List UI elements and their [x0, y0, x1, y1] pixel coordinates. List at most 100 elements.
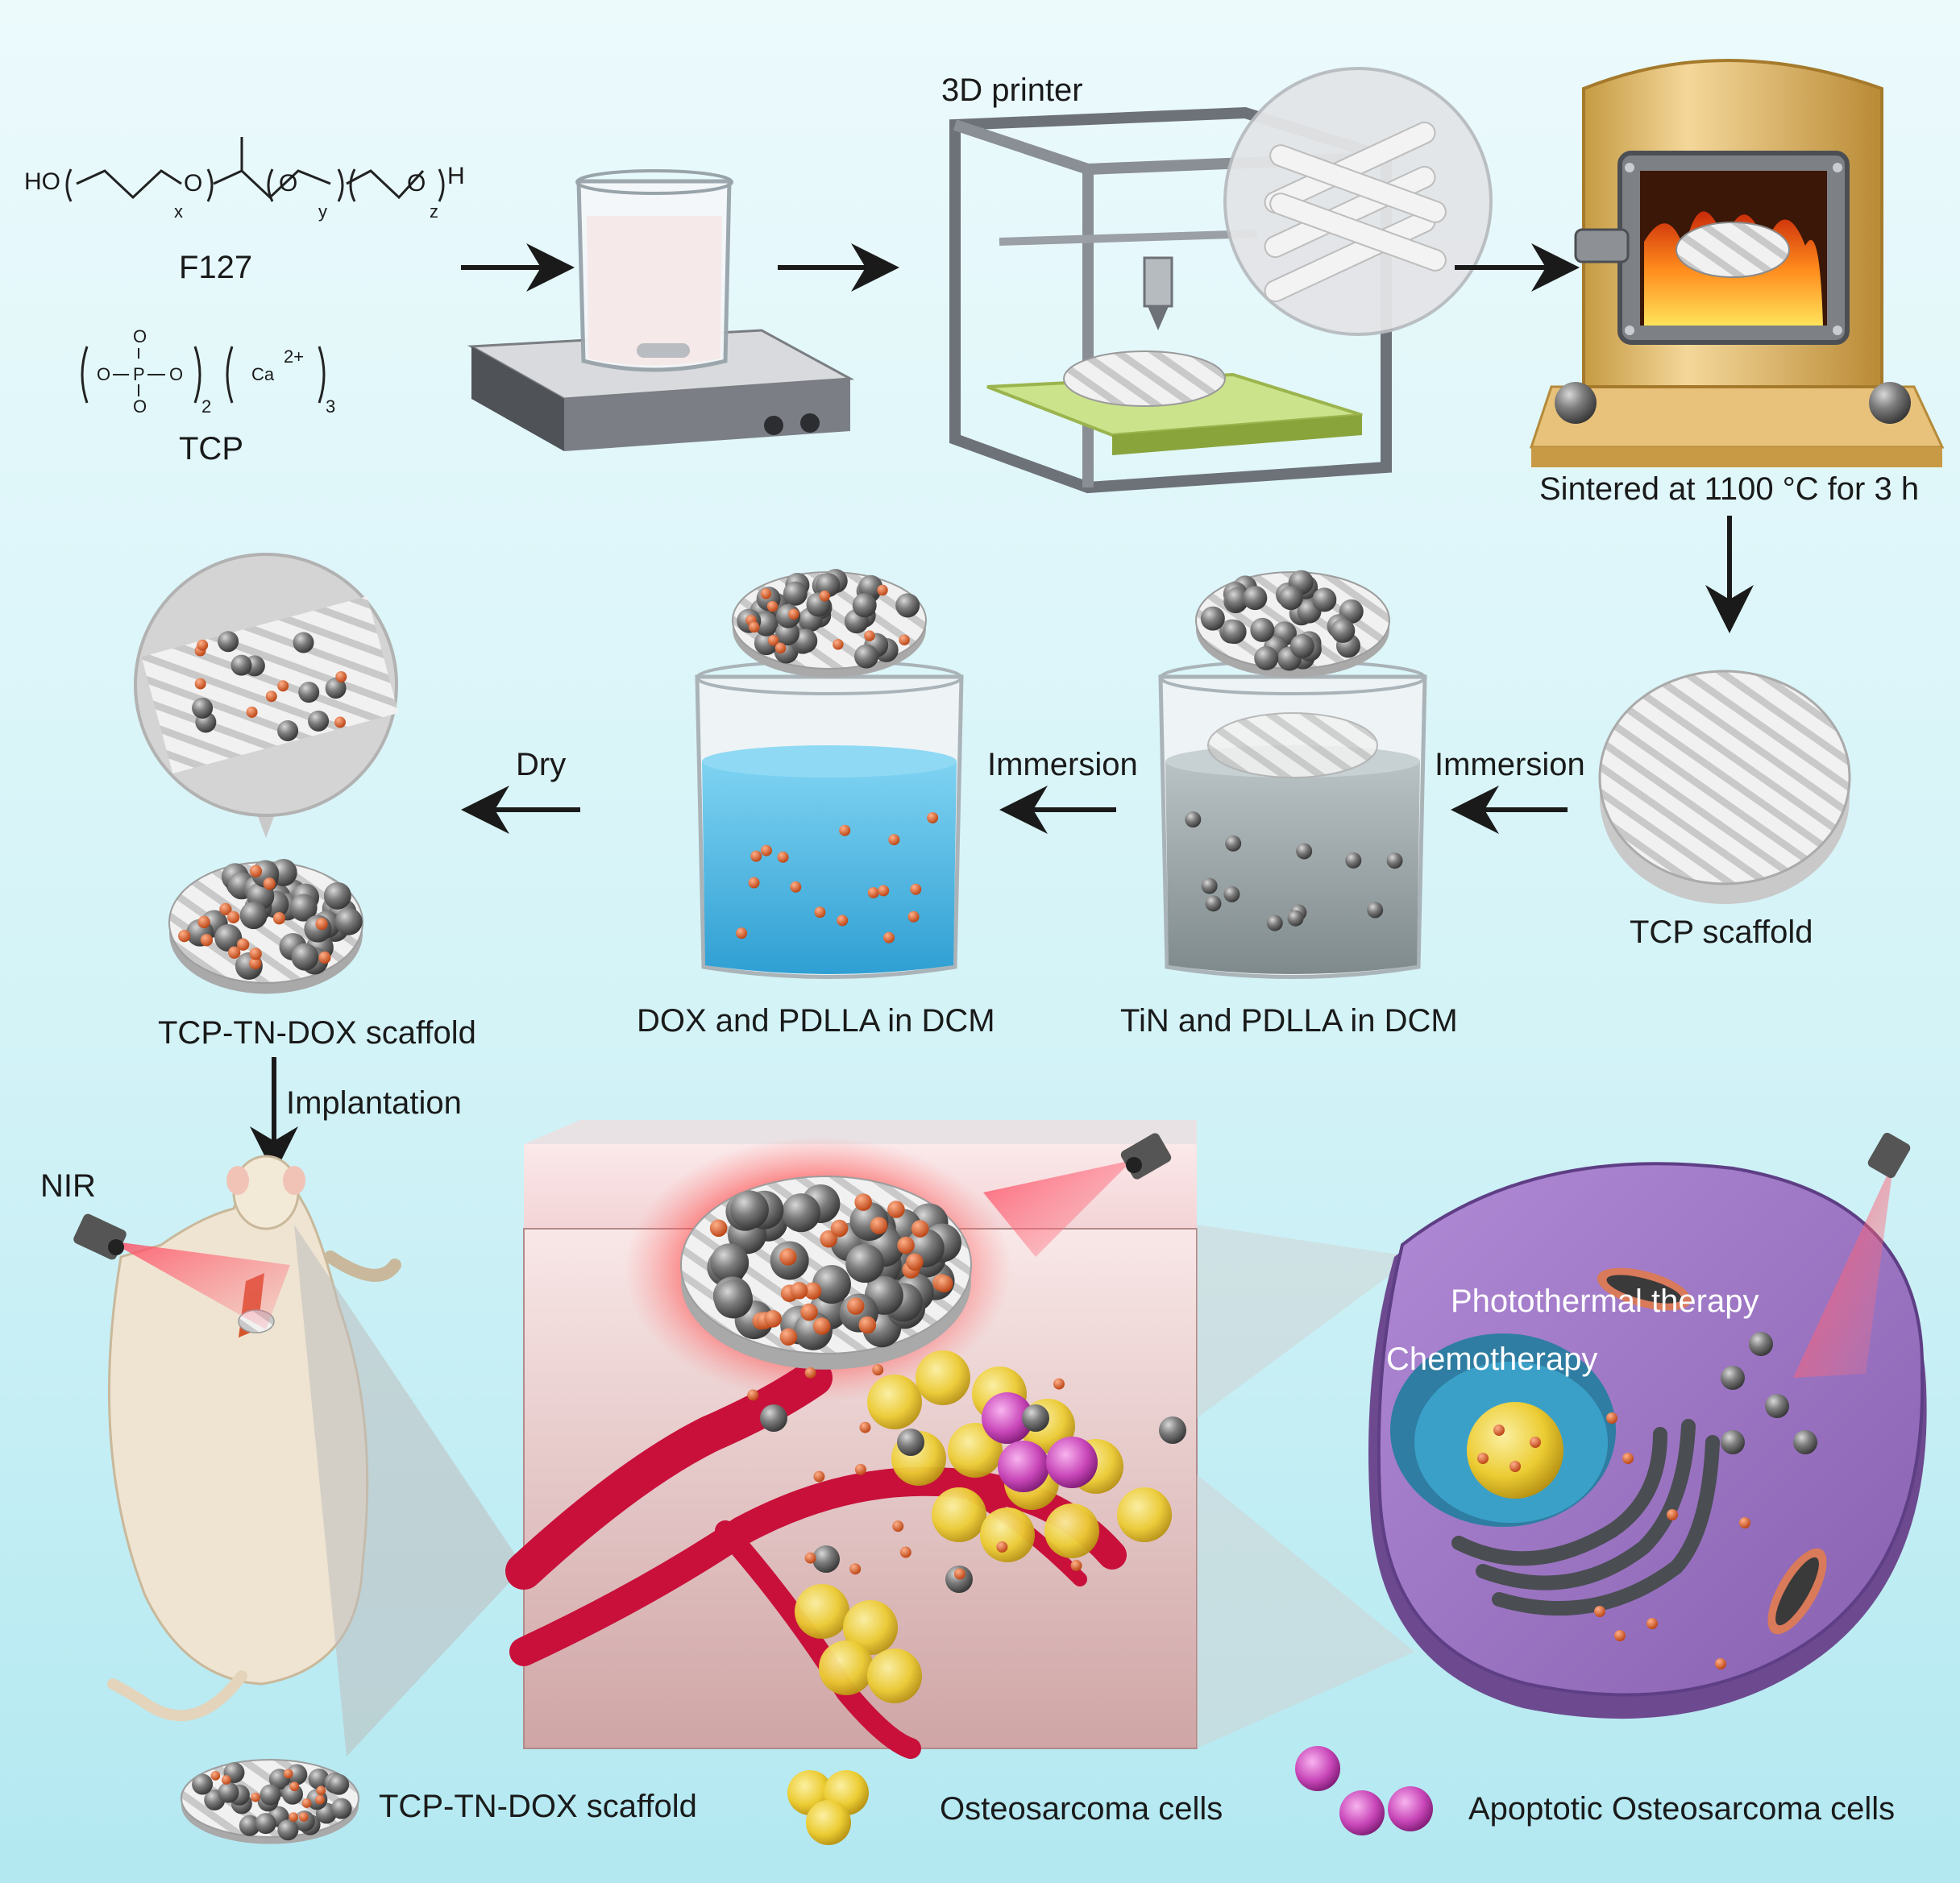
tin-nanoparticle	[816, 573, 841, 598]
dox-molecule	[846, 1297, 865, 1315]
legend-scaffold-label: TCP-TN-DOX scaffold	[379, 1789, 697, 1824]
dox-molecule	[1594, 1606, 1605, 1617]
dox-molecule	[709, 1219, 728, 1238]
osteosarcoma-cell	[1044, 1503, 1099, 1558]
dox-molecule	[736, 927, 748, 939]
tcp-sub-2: 2	[201, 396, 211, 417]
f127-sub-y: y	[318, 201, 327, 222]
dox-molecule	[867, 886, 879, 898]
dox-molecule	[263, 877, 276, 890]
dox-molecule	[334, 716, 346, 728]
dox-molecule	[849, 1563, 862, 1575]
dox-molecule	[888, 834, 900, 846]
dox-molecule	[318, 951, 331, 964]
tin-nanoparticle	[1793, 1430, 1817, 1454]
tin-nanoparticle	[239, 1814, 260, 1836]
dox-molecule	[249, 948, 262, 960]
tin-nanoparticle	[845, 1244, 885, 1284]
dox-molecule	[748, 877, 760, 889]
tin-nanoparticle	[1201, 877, 1218, 894]
tin-nanoparticle	[308, 1768, 330, 1790]
dox-molecule	[790, 881, 802, 893]
osteosarcoma-cell	[1117, 1487, 1172, 1542]
mitochondrion-top	[1597, 1267, 1692, 1311]
dox-molecule	[819, 590, 830, 602]
tin-nanoparticle	[1289, 633, 1314, 658]
tin-nanoparticle	[1765, 1394, 1789, 1418]
tin-nanoparticle	[291, 943, 319, 971]
tin-nanoparticle	[897, 1429, 924, 1456]
tin-nanoparticle	[1287, 910, 1304, 927]
dox-molecule	[265, 691, 277, 703]
sintering-furnace	[1529, 59, 1945, 467]
dox-molecule	[830, 1219, 849, 1238]
tin-nanoparticle	[775, 621, 800, 646]
dox-molecule	[767, 635, 779, 646]
tin-nanoparticle	[852, 593, 877, 618]
dox-molecule	[899, 634, 910, 645]
dox-molecule	[283, 1769, 293, 1779]
nir-label: NIR	[40, 1168, 96, 1204]
implantation-label: Implantation	[286, 1085, 462, 1121]
tin-nanoparticle	[760, 1404, 787, 1432]
tin-nanoparticle	[255, 1813, 276, 1835]
dox-molecule	[897, 1236, 915, 1255]
tin-nanoparticle	[218, 1781, 239, 1803]
dox-molecule	[777, 851, 789, 863]
tin-nanoparticle	[1278, 586, 1303, 611]
legend: TCP-TN-DOX scaffold Osteosarcoma cells A…	[181, 1746, 1895, 1845]
tin-nanoparticle	[1367, 902, 1384, 919]
dox-molecule	[178, 929, 191, 943]
dox-molecule	[764, 1310, 782, 1328]
dox-molecule	[760, 588, 772, 599]
dox-molecule	[277, 680, 289, 692]
f127-sub-x: x	[174, 201, 183, 222]
dox-molecule	[1667, 1509, 1678, 1520]
tin-nanoparticle	[812, 1545, 840, 1573]
dox-molecule	[760, 844, 772, 856]
tin-nanoparticle	[1243, 586, 1268, 611]
tin-beaker	[1158, 660, 1427, 979]
dox-molecule	[878, 885, 890, 897]
dox-molecule	[839, 824, 851, 836]
dox-molecule	[750, 850, 762, 862]
dox-molecule	[335, 670, 347, 682]
tin-nanoparticle	[1345, 852, 1362, 869]
dox-molecule	[227, 910, 240, 924]
dox-molecule	[228, 946, 241, 959]
tin-nanoparticle	[1225, 835, 1242, 852]
tin-nanoparticle	[1721, 1430, 1745, 1454]
dox-molecule	[804, 1552, 816, 1564]
tin-nanoparticle	[858, 574, 883, 599]
dox-molecule	[221, 1775, 231, 1785]
dox-molecule	[859, 1421, 871, 1433]
tin-nanoparticle	[230, 654, 252, 676]
dox-molecule	[1530, 1437, 1541, 1448]
dox-molecule	[1646, 1618, 1658, 1629]
dox-molecule	[820, 1230, 837, 1248]
tcp-sub-3: 3	[326, 396, 335, 417]
dox-molecule	[910, 883, 922, 895]
dox-molecule	[766, 600, 779, 612]
tin-nanoparticle	[1205, 895, 1222, 912]
dox-molecule	[804, 1282, 822, 1300]
tcp-o-top: O	[133, 326, 147, 346]
tin-nanoparticle	[1200, 606, 1225, 631]
f127-structure: HO O x O y O H z	[24, 137, 465, 222]
dox-molecule	[788, 608, 799, 620]
tin-nanoparticle	[812, 1265, 851, 1304]
tin-nanoparticle	[218, 631, 239, 653]
dox-molecule	[210, 1771, 221, 1781]
osteosarcoma-cell	[932, 1487, 986, 1542]
dox-molecule	[854, 1463, 866, 1475]
dox-molecule	[899, 1546, 911, 1558]
tcp-o-right: O	[169, 364, 183, 384]
tin-nanoparticle	[1022, 1404, 1049, 1432]
tcp-charge: 2+	[284, 346, 304, 367]
tin-nanoparticle	[1312, 587, 1337, 612]
dox-molecule	[892, 1520, 904, 1532]
dox-molecule	[872, 1364, 884, 1376]
dox-loaded-scaffold	[732, 569, 927, 678]
tin-nanoparticle	[323, 881, 351, 910]
